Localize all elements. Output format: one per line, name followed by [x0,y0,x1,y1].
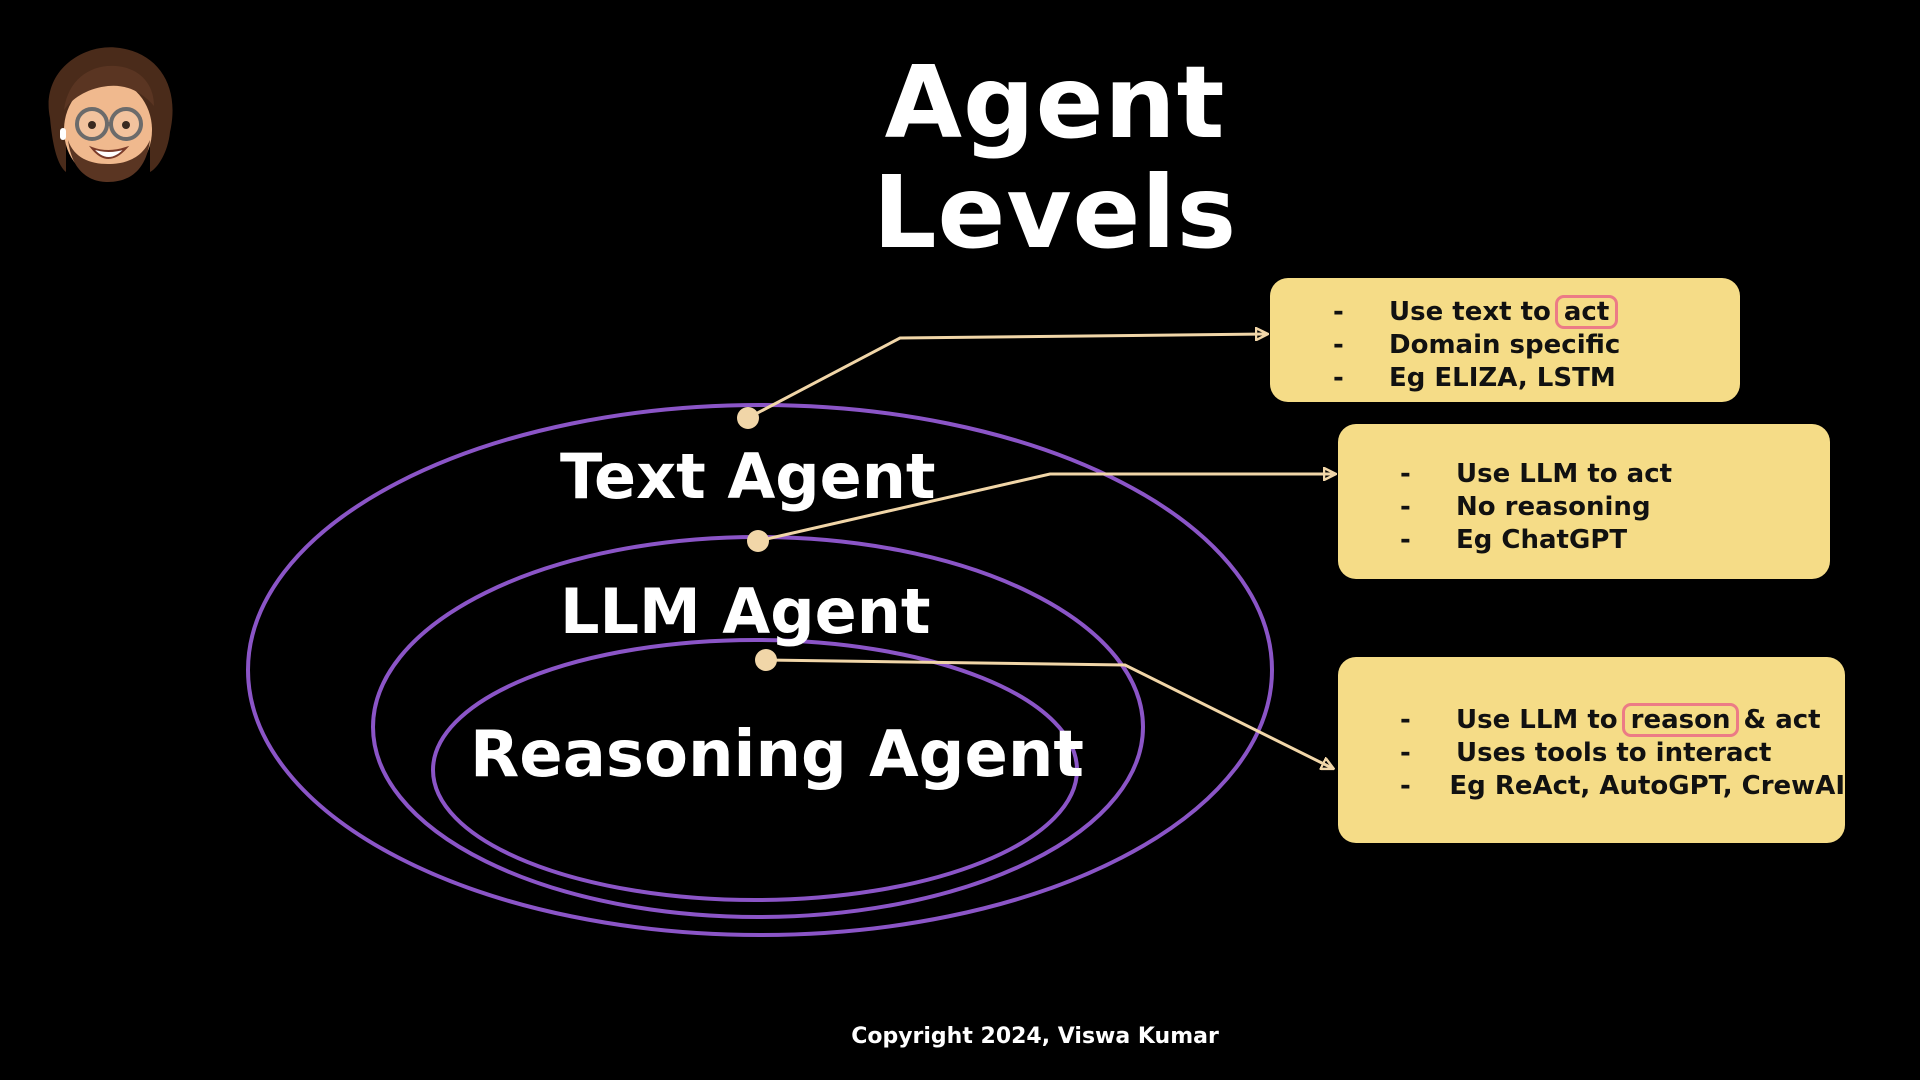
bullet-dash: - [1400,770,1411,801]
note-item: - Uses tools to interact [1400,736,1845,769]
note-item: - Eg ChatGPT [1400,523,1830,556]
bullet-dash: - [1400,524,1411,555]
copyright-text: Copyright 2024, Viswa Kumar [851,1024,1219,1049]
anchor-dot-llm-agent [747,530,769,552]
note-text-agent: - Use text to act - Domain specific - Eg… [1270,278,1740,402]
note-item: - Use text to act [1333,294,1740,329]
highlight-act: act [1554,294,1619,329]
note-reasoning-agent: - Use LLM to reason & act - Uses tools t… [1338,657,1845,843]
bullet-dash: - [1333,296,1344,327]
anchor-dot-reasoning-agent [755,649,777,671]
note-text: Uses tools to interact [1456,737,1772,768]
note-text-after: & act [1743,704,1821,735]
note-item: - Use LLM to reason & act [1400,702,1845,737]
note-text: No reasoning [1456,491,1651,522]
page-title: Agent Levels [872,44,1238,271]
note-text: Eg ChatGPT [1456,524,1628,555]
note-text: Use LLM to act [1456,458,1673,489]
note-item: - Eg ELIZA, LSTM [1333,361,1740,394]
bullet-dash: - [1400,491,1411,522]
ring-label-text-agent: Text Agent [560,440,936,513]
bullet-dash: - [1333,362,1344,393]
connector-text-agent [747,334,1266,420]
bullet-dash: - [1400,458,1411,489]
note-item: - No reasoning [1400,490,1830,523]
note-text: Use LLM to [1456,704,1618,735]
ring-label-reasoning-agent: Reasoning Agent [470,718,1084,792]
bullet-dash: - [1400,737,1411,768]
ring-reasoning-agent [431,638,1079,902]
note-text: Domain specific [1389,329,1621,360]
bullet-dash: - [1400,704,1411,735]
bullet-dash: - [1333,329,1344,360]
note-item: - Domain specific [1333,328,1740,361]
connector-llm-agent [757,474,1334,543]
note-text: Eg ReAct, AutoGPT, CrewAI [1449,770,1845,801]
ring-text-agent [246,403,1274,937]
highlight-reason: reason [1621,702,1740,737]
note-item: - Eg ReAct, AutoGPT, CrewAI [1400,769,1845,802]
note-llm-agent: - Use LLM to act - No reasoning - Eg Cha… [1338,424,1830,579]
note-item: - Use LLM to act [1400,457,1830,490]
ring-label-llm-agent: LLM Agent [560,575,931,648]
connector-reasoning-agent [765,658,1332,768]
anchor-dot-text-agent [737,407,759,429]
memoji-avatar-icon [48,47,173,182]
note-text: Use text to [1389,296,1551,327]
note-text: Eg ELIZA, LSTM [1389,362,1616,393]
